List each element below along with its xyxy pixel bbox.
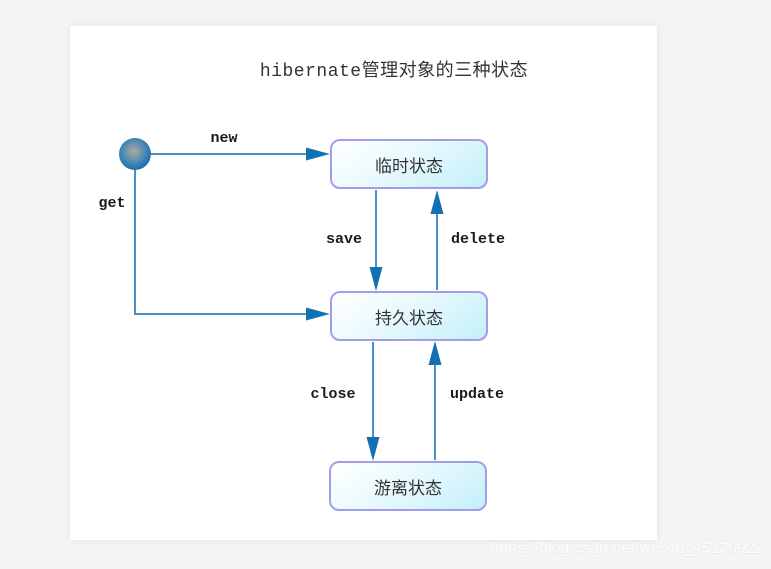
edge-label-close: close <box>310 386 356 403</box>
state-label-detached: 游离状态 <box>374 478 442 498</box>
edge-label-delete: delete <box>450 231 506 248</box>
state-box-persistent: 持久状态 <box>330 291 488 341</box>
watermark: https://blog.csdn.net/weixin_45176922 <box>490 540 764 557</box>
state-box-transient: 临时状态 <box>330 139 488 189</box>
edge-label-new: new <box>210 130 238 147</box>
diagram-canvas <box>70 26 657 540</box>
arrowhead-close-icon <box>366 437 380 461</box>
arrowhead-new-icon <box>306 147 330 161</box>
edge-label-save: save <box>325 231 363 248</box>
edge-label-update: update <box>449 386 505 403</box>
diagram-title: hibernate管理对象的三种状态 <box>259 62 529 82</box>
arrowhead-get-icon <box>306 307 330 321</box>
edge-get <box>134 168 309 315</box>
state-label-transient: 临时状态 <box>375 156 443 176</box>
start-node-icon <box>119 138 151 170</box>
state-box-detached: 游离状态 <box>329 461 487 511</box>
arrowhead-delete-icon <box>430 190 444 214</box>
state-label-persistent: 持久状态 <box>375 308 443 328</box>
edge-label-get: get <box>98 195 126 212</box>
arrowhead-save-icon <box>369 267 383 291</box>
arrowhead-update-icon <box>428 341 442 365</box>
